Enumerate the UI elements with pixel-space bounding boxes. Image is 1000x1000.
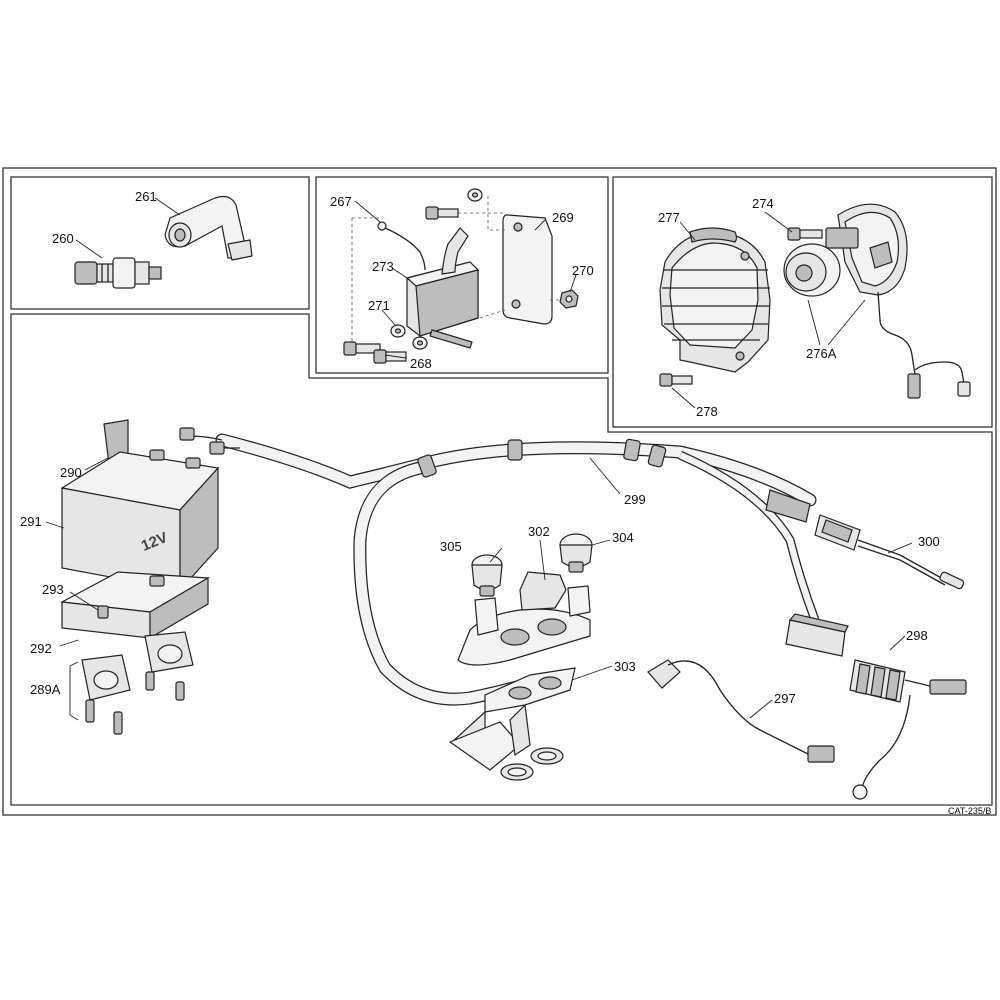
outer-frame: [2, 167, 997, 816]
panel-spark-plug: 260 261: [10, 176, 310, 310]
label-305: 305: [440, 539, 462, 554]
switch-bracket-302: [457, 571, 591, 666]
label-270: 270: [572, 263, 594, 278]
label-300: 300: [918, 534, 940, 549]
flywheel-screw-bottom: [659, 373, 693, 387]
sensor-cable-300: [814, 514, 965, 590]
spark-plug: [74, 257, 162, 289]
spark-plug-cap: [164, 195, 253, 261]
tray-screw: [97, 605, 109, 619]
lock-nut-1: [500, 763, 534, 781]
label-289A: 289A: [30, 682, 61, 697]
tube-clamp-2: [144, 631, 194, 673]
panel-flywheel: 277 274 276A 278: [612, 176, 993, 428]
clamp-screws: [85, 671, 185, 735]
label-268: 268: [410, 356, 432, 371]
flywheel-cover: [659, 227, 771, 373]
label-292: 292: [30, 641, 52, 656]
label-297: 297: [774, 691, 796, 706]
tube-clamp-1: [81, 654, 131, 701]
catalog-code: CAT-235/B: [948, 806, 991, 816]
label-267: 267: [330, 194, 352, 209]
coil-washer-top: [467, 188, 483, 202]
label-278: 278: [696, 404, 718, 419]
flywheel-screw-top: [787, 227, 823, 241]
lock-nut-2: [530, 747, 564, 765]
label-302: 302: [528, 524, 550, 539]
cable-297: [647, 659, 835, 763]
label-293: 293: [42, 582, 64, 597]
switch-304: [559, 533, 593, 573]
power-connector-298: [785, 613, 967, 800]
label-274: 274: [752, 196, 774, 211]
rotor: [783, 243, 841, 297]
panel-ignition-coil: 267 269 270 273 271 268: [315, 176, 609, 374]
ignition-coil: [377, 221, 480, 349]
label-273: 273: [372, 259, 394, 274]
coil-screw-bottom-1: [343, 341, 381, 356]
battery-assembly: 12V: [60, 419, 220, 735]
label-298: 298: [906, 628, 928, 643]
label-303: 303: [614, 659, 636, 674]
stator-pickup: [825, 203, 971, 399]
label-291: 291: [20, 514, 42, 529]
coil-screw-bottom-2: [373, 349, 407, 364]
battery: 12V: [60, 449, 220, 592]
label-276A: 276A: [806, 346, 837, 361]
label-271: 271: [368, 298, 390, 313]
label-261: 261: [135, 189, 157, 204]
switch-bracket-303: [448, 667, 576, 781]
switch-305: [471, 554, 503, 597]
label-290: 290: [60, 465, 82, 480]
label-277: 277: [658, 210, 680, 225]
label-304: 304: [612, 530, 634, 545]
battery-tray: [60, 571, 210, 640]
label-260: 260: [52, 231, 74, 246]
panel-harness-frame: [10, 313, 993, 806]
coil-bracket: [502, 214, 553, 325]
coil-nut: [559, 289, 579, 309]
coil-screw-top: [425, 206, 459, 220]
label-299: 299: [624, 492, 646, 507]
label-269: 269: [552, 210, 574, 225]
